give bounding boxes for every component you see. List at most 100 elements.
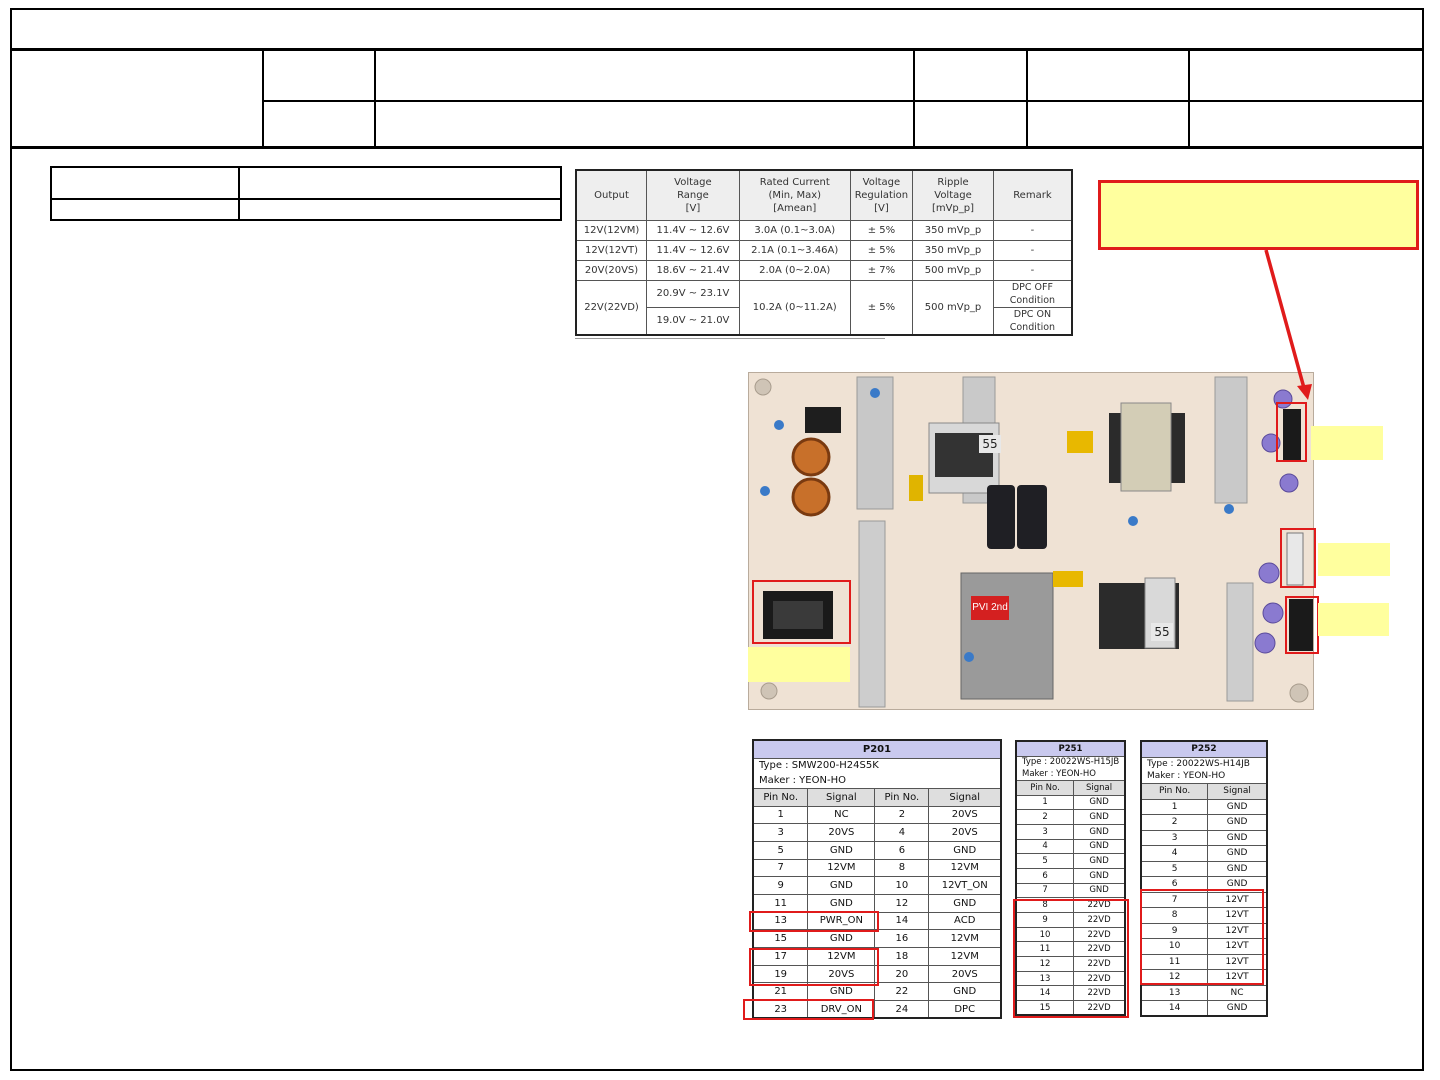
- p201-cell: DPC: [928, 1000, 1002, 1019]
- header-divider-mid: [262, 100, 1424, 102]
- p201-cell: GND: [928, 982, 1002, 1002]
- pvi-label: PVI 2nd: [971, 596, 1009, 620]
- highlight-12vm-20vs: [749, 948, 879, 986]
- spec-cell: 18.6V ~ 21.4V: [646, 259, 740, 281]
- p251-cell: GND: [1073, 882, 1126, 899]
- p201-header-cell: Signal: [928, 787, 1002, 807]
- p251-cell: 3: [1015, 823, 1075, 840]
- p251-cell: GND: [1073, 809, 1126, 825]
- board-marking-55-top: 55: [979, 435, 1001, 453]
- p201-cell: 8: [874, 858, 930, 878]
- p201-cell: 1: [752, 805, 809, 825]
- spec-cell: 10.2A (0~11.2A): [738, 279, 851, 335]
- p201-cell: 12VM: [807, 858, 876, 878]
- label-box-left: [748, 647, 850, 682]
- spec-cell: 11.4V ~ 12.6V: [646, 219, 740, 241]
- p251-cell: GND: [1073, 867, 1126, 884]
- highlight-p252-connector: [1280, 528, 1316, 588]
- p201-cell: 20VS: [928, 964, 1002, 984]
- p252-cell: GND: [1207, 814, 1268, 831]
- p201-cell: 12VT_ON: [928, 876, 1002, 895]
- spec-cell: 350 mVp_p: [912, 219, 994, 241]
- p251-cell: 22VD: [1073, 1000, 1126, 1016]
- p201-cell: 4: [874, 823, 930, 842]
- spec-row-22v-a: 22V(22VD) 20.9V ~ 23.1V 10.2A (0~11.2A) …: [575, 279, 1073, 335]
- p252-type: Type : 20022WS-H14JB: [1140, 756, 1268, 770]
- output-spec-table: Output Voltage Range [V] Rated Current (…: [575, 169, 1073, 336]
- p251-type: Type : 20022WS-H15JB: [1015, 755, 1126, 768]
- p201-cell: 9: [752, 876, 809, 895]
- spec-cell: 2.1A (0.1~3.46A): [738, 239, 851, 261]
- p251-title: P251: [1015, 740, 1126, 757]
- p201-cell: 18: [874, 947, 930, 966]
- p251-cell: GND: [1073, 853, 1126, 869]
- spec-underline: [575, 338, 885, 339]
- p251-cell: GND: [1073, 838, 1126, 855]
- p251-cell: 1: [1015, 794, 1075, 811]
- note-callout-box: [1098, 180, 1419, 250]
- p251-cell: 5: [1015, 853, 1075, 869]
- p252-title: P252: [1140, 740, 1268, 758]
- spec-cell: 20.9V ~ 23.1V: [646, 279, 740, 308]
- spec-header-ripple: Ripple Voltage [mVp_p]: [912, 169, 994, 221]
- p252-cell: 2: [1140, 814, 1209, 831]
- p201-cell: 15: [752, 929, 809, 948]
- label-box-low-right: [1318, 603, 1389, 636]
- p252-cell: 3: [1140, 829, 1209, 846]
- p201-cell: 5: [752, 840, 809, 860]
- p201-cell: 10: [874, 876, 930, 895]
- p201-header-cell: Pin No.: [752, 787, 809, 807]
- p201-cell: 11: [752, 893, 809, 913]
- spec-row: 20V(20VS) 18.6V ~ 21.4V 2.0A (0~2.0A) ± …: [575, 259, 1073, 281]
- page-frame: [10, 8, 1424, 1071]
- board-marking-55-bottom: 55: [1151, 623, 1173, 641]
- p201-cell: 2: [874, 805, 930, 825]
- spec-cell: -: [992, 259, 1073, 281]
- p251-cell: 6: [1015, 867, 1075, 884]
- p201-cell: DRV_ON: [807, 1000, 876, 1019]
- p251-cell: GND: [1073, 823, 1126, 840]
- p252-maker: Maker : YEON-HO: [1140, 770, 1268, 784]
- spec-cell: ± 7%: [849, 259, 914, 281]
- p252-header-cell: Signal: [1207, 782, 1268, 800]
- p201-cell: 22: [874, 982, 930, 1002]
- p252-header-cell: Pin No.: [1140, 782, 1209, 800]
- p201-cell: 14: [874, 911, 930, 931]
- spec-cell: 12V(12VM): [575, 219, 648, 241]
- spec-cell: 20V(20VS): [575, 259, 648, 281]
- p201-cell: NC: [807, 805, 876, 825]
- p251-cell: 4: [1015, 838, 1075, 855]
- spec-header-range: Voltage Range [V]: [646, 169, 740, 221]
- p201-header-cell: Signal: [807, 787, 876, 807]
- p201-cell: ACD: [928, 911, 1002, 931]
- spec-cell: 3.0A (0.1~3.0A): [738, 219, 851, 241]
- label-box-top-right: [1311, 426, 1383, 460]
- header-col-5: [1188, 50, 1190, 147]
- p201-maker: Maker : YEON-HO: [752, 773, 1002, 789]
- p251-header-cell: Pin No.: [1015, 779, 1075, 796]
- header-col-3: [913, 50, 915, 147]
- p201-cell: 16: [874, 929, 930, 948]
- spec-header-regulation: Voltage Regulation [V]: [849, 169, 914, 221]
- p201-cell: 12: [874, 893, 930, 913]
- info-table: [50, 166, 562, 221]
